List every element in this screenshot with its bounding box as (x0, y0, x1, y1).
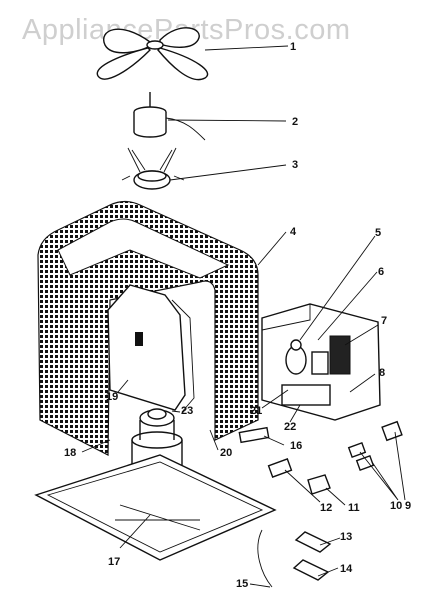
control-box[interactable] (261, 303, 381, 421)
motor-mount[interactable] (121, 147, 185, 190)
callout-7: 7 (381, 315, 387, 327)
callout-10: 10 (390, 500, 402, 512)
callout-labels: 1 2 3 4 5 6 7 8 9 10 11 12 13 14 15 16 1… (64, 41, 411, 590)
callout-19: 19 (106, 391, 118, 403)
base-pan[interactable] (34, 454, 277, 561)
fan-blade[interactable] (96, 27, 209, 81)
callout-15: 15 (236, 578, 248, 590)
callout-20: 20 (220, 447, 232, 459)
callout-14: 14 (340, 563, 353, 575)
callout-17: 17 (108, 556, 120, 568)
access-panel[interactable] (107, 284, 195, 413)
callout-22: 22 (284, 421, 296, 433)
condenser-coil[interactable] (37, 200, 259, 456)
callout-2: 2 (292, 116, 298, 128)
callout-1: 1 (290, 41, 296, 53)
callout-6: 6 (378, 266, 384, 278)
callout-8: 8 (379, 367, 385, 379)
callout-21: 21 (250, 405, 262, 417)
callout-3: 3 (292, 159, 298, 171)
callout-13: 13 (340, 531, 352, 543)
leader-lines (81, 45, 406, 588)
callout-18: 18 (64, 447, 76, 459)
callout-5: 5 (375, 227, 381, 239)
callout-23: 23 (181, 405, 193, 417)
callout-11: 11 (348, 502, 360, 514)
fan-motor[interactable] (133, 92, 206, 141)
callout-4: 4 (290, 226, 297, 238)
callout-16: 16 (290, 440, 302, 452)
callout-12: 12 (320, 502, 332, 514)
callout-9: 9 (405, 500, 411, 512)
